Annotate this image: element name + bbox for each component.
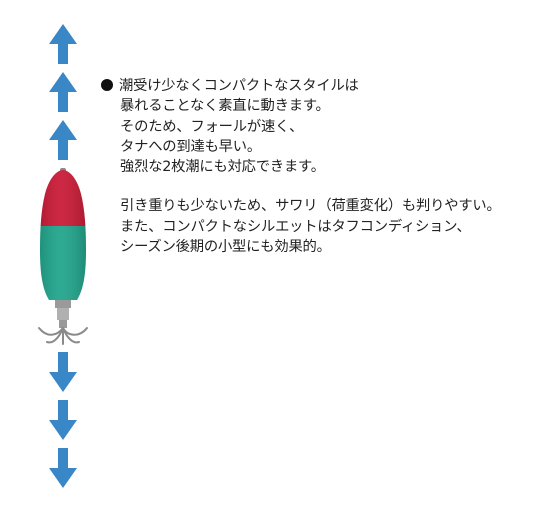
description-paragraph-2: 引き重りも少ないため、サワリ（荷重変化）も判りやすい。 また、コンパクトなシルエ… xyxy=(101,196,531,257)
arrow-up-icon xyxy=(49,72,77,112)
description-line: また、コンパクトなシルエットはタフコンディション、 xyxy=(120,218,471,235)
feature-description: 潮受け少なくコンパクトなスタイルは 暴れることなく素直に動きます。 そのため、フ… xyxy=(101,76,531,257)
arrow-down-icon xyxy=(49,448,77,488)
description-line-text: 潮受け少なくコンパクトなスタイルは xyxy=(119,78,359,94)
description-line: 引き重りも少ないため、サワリ（荷重変化）も判りやすい。 xyxy=(120,198,501,215)
description-line: タナへの到達も早い。 xyxy=(120,138,261,155)
bullet-dot-icon xyxy=(101,79,113,91)
arrow-down-icon xyxy=(49,400,77,440)
squid-jig-lure-icon xyxy=(38,168,88,345)
description-line: 潮受け少なくコンパクトなスタイルは xyxy=(101,76,531,96)
description-line: 暴れることなく素直に動きます。 xyxy=(120,98,330,115)
description-paragraph-1: 潮受け少なくコンパクトなスタイルは 暴れることなく素直に動きます。 そのため、フ… xyxy=(101,76,531,177)
arrow-up-icon xyxy=(49,24,77,64)
arrow-up-icon xyxy=(49,120,77,160)
description-line: シーズン後期の小型にも効果的。 xyxy=(120,239,331,256)
description-line: そのため、フォールが速く、 xyxy=(120,118,304,135)
description-line: 強烈な2枚潮にも対応できます。 xyxy=(120,159,325,176)
arrow-down-icon xyxy=(49,352,77,392)
lure-figure xyxy=(28,16,98,496)
